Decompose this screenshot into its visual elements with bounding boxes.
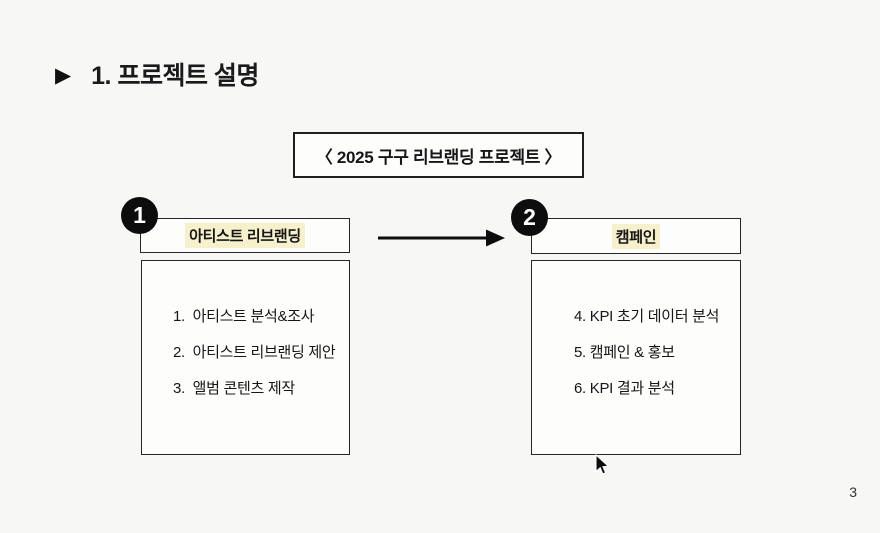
step-1-item: 1. 아티스트 분석&조사 [173,308,315,325]
step-1-header-box: 아티스트 리브랜딩 [140,218,350,253]
step-2-body-box: 4. KPI 초기 데이터 분석 5. 캠페인 & 홍보 6. KPI 결과 분… [531,260,741,455]
page-number: 3 [849,484,857,500]
step-1-header-label: 아티스트 리브랜딩 [185,223,305,248]
arrow-pointer-icon [595,454,610,475]
step-2-header-box: 캠페인 [531,218,741,254]
step-2-item: 5. 캠페인 & 홍보 [574,344,675,361]
step-1-body-box: 1. 아티스트 분석&조사 2. 아티스트 리브랜딩 제안 3. 앨범 콘텐츠 … [141,260,350,455]
step-1-item: 2. 아티스트 리브랜딩 제안 [173,344,336,361]
step-2-item: 6. KPI 결과 분석 [574,380,675,397]
step-2-number: 2 [523,204,536,230]
page-title: 1. 프로젝트 설명 [91,62,259,90]
play-triangle-icon: ▶ [55,63,72,87]
project-title-box: 〈 2025 구구 리브랜딩 프로젝트 〉 [293,132,584,178]
step-2-number-badge: 2 [511,199,548,236]
slide-header: ▶ 1. 프로젝트 설명 [55,56,259,92]
step-1-item: 3. 앨범 콘텐츠 제작 [173,380,295,397]
step-2-item: 4. KPI 초기 데이터 분석 [574,308,720,325]
project-title-label: 〈 2025 구구 리브랜딩 프로젝트 〉 [315,147,562,167]
step-1-number: 1 [133,202,146,228]
step-1-number-badge: 1 [121,197,158,234]
step-2-header-label: 캠페인 [611,223,661,249]
right-arrow-icon [378,229,505,247]
